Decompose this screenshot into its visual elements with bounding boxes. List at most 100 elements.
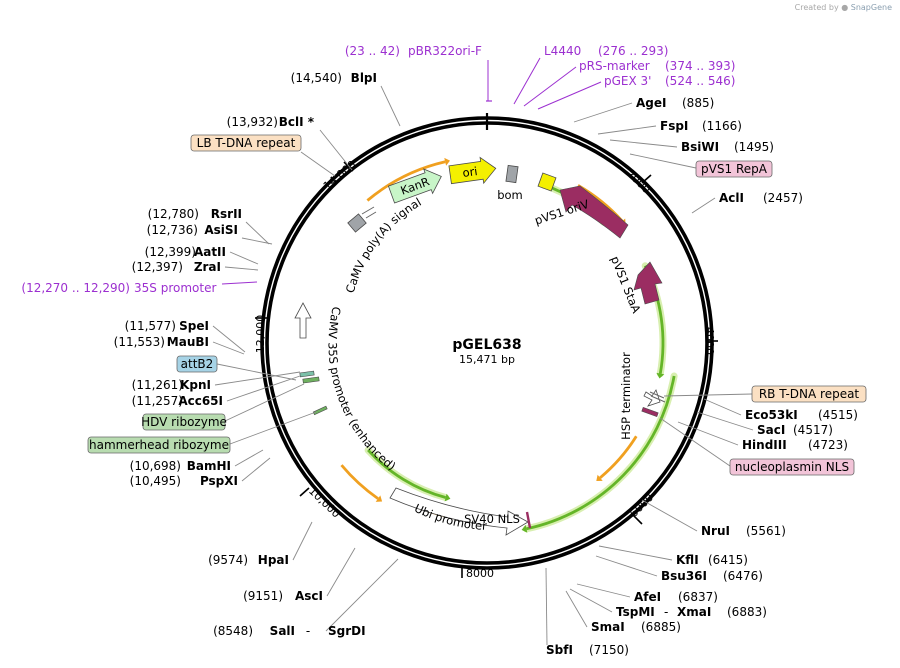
site-label: SacI (757, 423, 785, 437)
site-position: (10,698) (130, 459, 181, 473)
site-separator: - (664, 605, 668, 619)
feature-box-label: attB2 (181, 357, 214, 371)
leader-line (609, 139, 678, 148)
tick-label: 14,000 (321, 158, 359, 193)
leader-line (595, 555, 658, 577)
leader-line (241, 457, 271, 482)
site-label: SmaI (591, 620, 625, 634)
feature-box-label: nucleoplasmin NLS (735, 460, 849, 474)
site-label: SbfI (546, 643, 573, 657)
leader-line (641, 499, 698, 532)
box-leader (224, 383, 305, 422)
feature-shapes[interactable]: KanR ori (294, 156, 666, 536)
promoter-arc (367, 449, 446, 499)
credit: Created by ● SnapGene (795, 3, 892, 12)
tick-mark (632, 514, 643, 525)
bom-feature[interactable] (505, 164, 519, 184)
camv-polya-mark (365, 211, 377, 219)
leader-line (212, 325, 246, 353)
feature-box[interactable] (87, 436, 231, 454)
tick-mark (299, 487, 310, 497)
ori-arrow[interactable] (448, 156, 497, 188)
pvs1-oriv-feature[interactable] (537, 172, 557, 192)
feature-box[interactable] (695, 160, 773, 178)
site-label: RsrII (211, 207, 242, 221)
nucleoplasmin-feature[interactable] (641, 406, 659, 418)
ori-feature[interactable]: ori (448, 156, 497, 188)
leader-line (292, 521, 313, 561)
leader-line (569, 588, 613, 613)
misc-arc (366, 160, 446, 202)
site-label: BclI * (279, 115, 315, 129)
site-label: AfeI (634, 590, 661, 604)
camv-35s-label: CaMV 35S promoter (enhanced) (325, 305, 398, 473)
site-label: HpaI (258, 553, 289, 567)
site-label: MauBI (167, 335, 209, 349)
attb2-feature[interactable] (299, 370, 315, 378)
primer-range: (374 .. 393) (665, 59, 735, 73)
site-position: (12,736) (147, 223, 198, 237)
kanr-feature[interactable]: KanR (387, 164, 446, 207)
feature-box[interactable] (751, 385, 867, 403)
primer-range: (12,270 .. 12,290) (21, 281, 130, 295)
pvs1-staa-feature[interactable] (633, 261, 663, 305)
sv40-nls-feature[interactable] (525, 511, 532, 529)
camv-35s-arrow[interactable] (294, 302, 312, 339)
camv-polya-feature[interactable] (347, 213, 367, 233)
leader-line (212, 341, 245, 355)
kanr-arrow[interactable] (387, 164, 446, 207)
site-position: (6883) (727, 605, 767, 619)
tick-label: 4000 (703, 327, 716, 355)
pvs1-repa-feature[interactable] (559, 185, 629, 239)
site-position: (2457) (763, 191, 803, 205)
leader-line (214, 371, 301, 386)
feature-box[interactable] (729, 458, 855, 476)
primer-prs-marker: pRS-marker (579, 59, 650, 73)
snapgene-icon: ● (841, 3, 849, 12)
tick-mark (641, 174, 652, 184)
site-position: (4723) (808, 438, 848, 452)
leader-line (229, 251, 259, 265)
site-position: (13,932) (227, 115, 278, 129)
hdv-feature[interactable] (302, 376, 320, 384)
rb-mark (650, 395, 666, 403)
leader-lines (212, 57, 754, 646)
site-label: ZraI (194, 260, 221, 274)
credit-prefix: Created by (794, 3, 839, 12)
feature-box[interactable] (142, 413, 226, 431)
site-label: SpeI (179, 319, 209, 333)
site-position: (8548) (213, 624, 253, 638)
site-position: (11,257) (132, 394, 183, 408)
site-position: (12,397) (132, 260, 183, 274)
hsp-terminator-feature[interactable] (643, 389, 661, 407)
leader-line (703, 398, 742, 416)
site-position: (1495) (734, 140, 774, 154)
ubi-promoter-arrow[interactable] (389, 487, 529, 536)
leader-line (221, 281, 258, 285)
site-separator: - (306, 624, 310, 638)
primer-range: (23 .. 42) (345, 44, 400, 58)
primer-pgex3: pGEX 3' (604, 74, 651, 88)
hsp-terminator-label: HSP terminator (619, 352, 633, 440)
leader-line (565, 590, 588, 628)
box-leader (216, 363, 297, 381)
pvs1-oriv-label: pVS1 oriV (533, 197, 591, 228)
leader-line (523, 66, 577, 107)
ori-label: ori (462, 164, 479, 180)
site-label: Acc65I (178, 394, 223, 408)
site-label: SgrDI (328, 624, 366, 638)
feature-box[interactable] (176, 355, 218, 373)
site-label: HindIII (742, 438, 787, 452)
site-position: (6837) (678, 590, 718, 604)
arc-arrowhead (375, 495, 383, 502)
hammerhead-feature[interactable] (312, 405, 328, 416)
plasmid-length: 15,471 bp (459, 353, 515, 366)
feature-box-label: LB T-DNA repeat (197, 136, 296, 150)
primer-pbr322ori-f: pBR322ori-F (408, 44, 482, 58)
site-label: NruI (701, 524, 730, 538)
site-label: XmaI (677, 605, 711, 619)
leader-line (319, 129, 353, 171)
feature-box[interactable] (190, 134, 302, 152)
